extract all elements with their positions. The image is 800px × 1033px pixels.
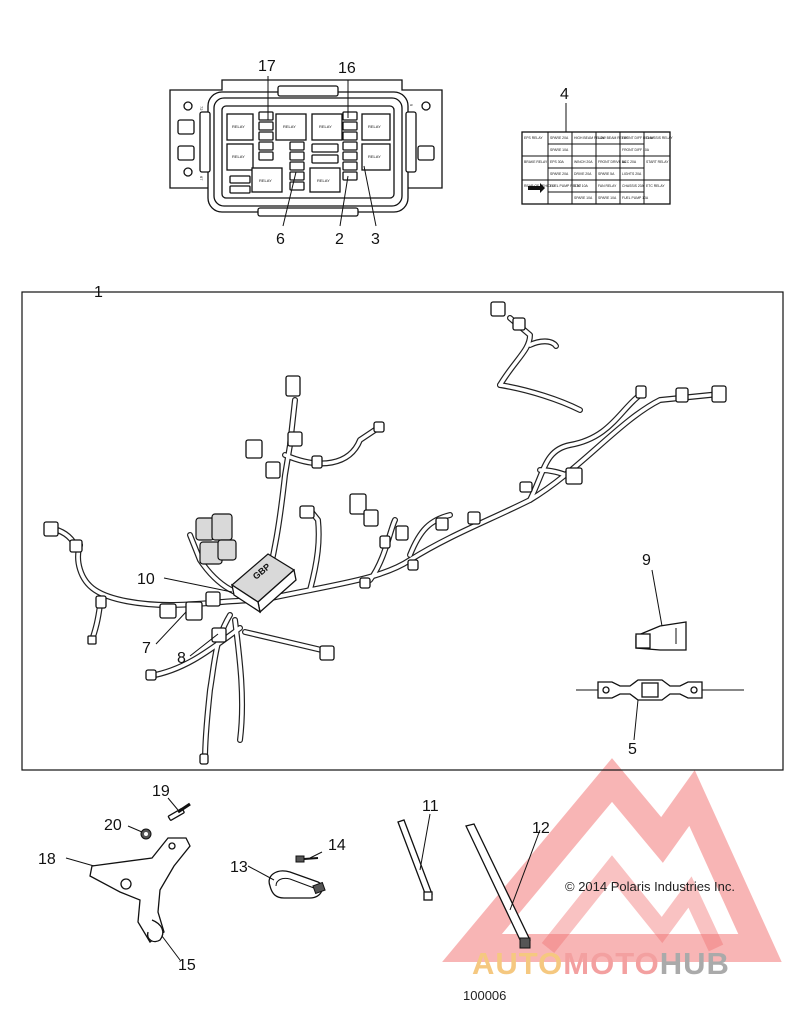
- callout-3: 3: [371, 231, 380, 248]
- nut-part: [140, 828, 152, 840]
- svg-text:RELAY: RELAY: [317, 178, 330, 183]
- fuse-chart-cell: SPARE 10A: [550, 148, 569, 152]
- watermark-logo: [442, 758, 782, 962]
- harness-relay-cluster: [195, 513, 237, 565]
- cable-clamp: [268, 870, 326, 899]
- callout-20: 20: [104, 817, 122, 834]
- drawing-number: 100006: [463, 988, 507, 1003]
- fuse-chart-cell: WINCH 20A: [574, 160, 593, 164]
- watermark-part-1: AUTO: [472, 946, 564, 981]
- ecu-module: GBP: [231, 553, 297, 614]
- fuse-chart-cell: DRIVE 20A: [574, 172, 592, 176]
- fuse-chart-cell: SPARE 20A: [550, 136, 569, 140]
- svg-text:RELAY: RELAY: [259, 178, 272, 183]
- callout-5: 5: [628, 741, 637, 758]
- callout-2: 2: [335, 231, 344, 248]
- relay-group: RELAY RELAY RELAY RELAY RELAY RELAY RELA…: [226, 113, 391, 193]
- inline-fuse-holder: [576, 679, 744, 701]
- fuse-columns: [229, 111, 358, 194]
- callout-10: 10: [137, 571, 155, 588]
- fuse-chart-cell: ETC RELAY: [646, 184, 665, 188]
- fuse-chart-cell: CHASSIS 20A: [622, 184, 645, 188]
- fuse-chart-cell: FRONT DIFF RELAY: [622, 136, 655, 140]
- svg-text:RELAY: RELAY: [368, 154, 381, 159]
- bolt-part: [167, 802, 191, 821]
- callout-6: 6: [276, 231, 285, 248]
- harness-frame: [21, 291, 784, 771]
- svg-text:RELAY: RELAY: [319, 124, 332, 129]
- svg-text:RELAY: RELAY: [232, 154, 245, 159]
- callout-8: 8: [177, 650, 186, 667]
- fuse-chart-cell: REAR OF VEHICLE: [524, 184, 555, 188]
- fuse-chart-cell: FAN RELAY: [598, 184, 617, 188]
- harness-leaders: [155, 577, 233, 657]
- fuse-box: RELAY RELAY RELAY RELAY RELAY RELAY RELA…: [169, 79, 443, 217]
- callout-7: 7: [142, 640, 151, 657]
- callout-11: 11: [422, 798, 439, 815]
- fuse-chart-cell: FRONT DIFF 10A: [622, 148, 650, 152]
- fuse-chart-cell: LIGHTS 20A: [622, 172, 642, 176]
- watermark-part-3: HUB: [659, 946, 730, 981]
- fuse-chart-cell: FUEL PUMP 10A: [622, 196, 649, 200]
- mounting-bracket: [89, 837, 191, 943]
- fuse-chart-cell: SPARE 5A: [598, 172, 615, 176]
- callout-17: 17: [258, 58, 276, 75]
- callout-14: 14: [328, 837, 346, 854]
- fuse-chart-cell: FUEL PUMP RELAY: [550, 184, 582, 188]
- fuse-chart-cell: START RELAY: [646, 160, 669, 164]
- fuse-chart-cell: EPS 30A: [550, 160, 564, 164]
- fuse-chart-cell: SPARE 10A: [598, 196, 617, 200]
- callout-16: 16: [338, 60, 356, 77]
- fuse-chart-cell: BRAKE RELAY: [524, 160, 548, 164]
- callout-9: 9: [642, 552, 651, 569]
- fuse-chart-cell: LOW BEAM RELAY: [598, 136, 629, 140]
- callout-19: 19: [152, 783, 170, 800]
- svg-text:67: 67: [199, 176, 204, 181]
- svg-text:RELAY: RELAY: [232, 124, 245, 129]
- svg-text:RELAY: RELAY: [283, 124, 296, 129]
- callout-12: 12: [532, 820, 550, 837]
- watermark-text: AUTOMOTOHUB: [472, 946, 730, 982]
- callout-1: 1: [94, 284, 103, 301]
- screw-part: [295, 855, 319, 863]
- fuse-chart-cell: SPARE 10A: [574, 196, 593, 200]
- callout-4: 4: [560, 86, 569, 103]
- callout-15: 15: [178, 957, 196, 974]
- copyright-text: © 2014 Polaris Industries Inc.: [565, 879, 735, 894]
- fuse-chart-cell: FRONT DRIVE 5A: [598, 160, 627, 164]
- fuse-box-leaders: [267, 76, 377, 227]
- fuse-chart-cell: SPARE 20A: [550, 172, 569, 176]
- cable-tie-long: [465, 823, 531, 949]
- harness-connectors: [43, 301, 727, 765]
- fuse-chart-cell: EPS RELAY: [524, 136, 543, 140]
- watermark-part-2: MOTO: [563, 946, 660, 981]
- wiring-harness: GBP: [43, 301, 727, 765]
- fuse-chart-cell: HIGH BEAM RELAY: [574, 136, 606, 140]
- bracket-leaders: [65, 797, 181, 961]
- fuse-chart-cell: ACC 20A: [622, 160, 637, 164]
- svg-text:RELAY: RELAY: [368, 124, 381, 129]
- svg-text:72: 72: [199, 106, 204, 111]
- fuse-chart-cell: ETC 10A: [574, 184, 588, 188]
- cable-tie-short: [397, 819, 433, 901]
- callout-18: 18: [38, 851, 56, 868]
- fuse-chart-cell: CHASSIS RELAY: [646, 136, 673, 140]
- callout-13: 13: [230, 859, 248, 876]
- svg-text:9: 9: [409, 104, 414, 107]
- clip-part: [635, 621, 687, 651]
